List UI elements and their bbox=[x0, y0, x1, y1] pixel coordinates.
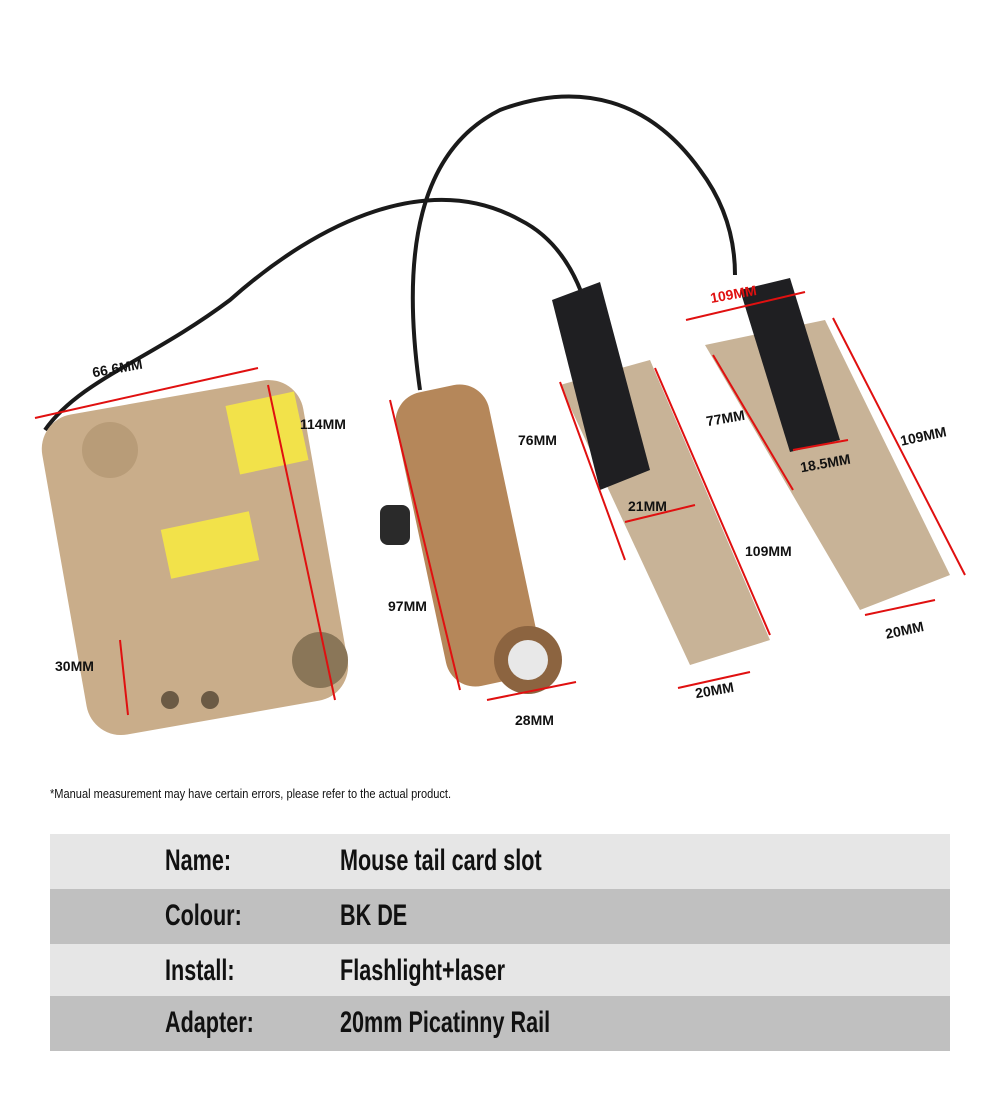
spec-value: Flashlight+laser bbox=[340, 954, 506, 987]
dim-laser-height: 30MM bbox=[55, 658, 94, 674]
spec-row-adapter: Adapter: 20mm Picatinny Rail bbox=[50, 996, 950, 1051]
spec-label: Adapter: bbox=[165, 1006, 254, 1039]
spec-table: Name: Mouse tail card slot Colour: BK DE… bbox=[50, 834, 950, 1051]
cable bbox=[43, 198, 592, 432]
dim-flashlight-head: 28MM bbox=[515, 712, 554, 728]
spec-label: Install: bbox=[165, 954, 235, 987]
measurement-lines bbox=[34, 291, 966, 716]
dim-pad1-slot-width: 21MM bbox=[628, 498, 667, 514]
spec-row-colour: Colour: BK DE bbox=[50, 889, 950, 944]
spec-row-name: Name: Mouse tail card slot bbox=[50, 834, 950, 889]
dim-flashlight-length: 97MM bbox=[388, 598, 427, 614]
product-photo bbox=[34, 94, 966, 736]
pressure-pad-2 bbox=[705, 278, 950, 610]
measurement-disclaimer: *Manual measurement may have certain err… bbox=[50, 786, 452, 801]
laser-device bbox=[41, 380, 349, 736]
spec-label: Colour: bbox=[165, 899, 242, 932]
spec-row-install: Install: Flashlight+laser bbox=[50, 944, 950, 996]
dim-pad1-inner-length: 76MM bbox=[518, 432, 557, 448]
spec-value: 20mm Picatinny Rail bbox=[340, 1006, 551, 1039]
spec-value: BK DE bbox=[340, 899, 408, 932]
dim-pad1-length: 109MM bbox=[745, 543, 792, 559]
dim-laser-length: 114MM bbox=[300, 416, 346, 432]
cable bbox=[410, 94, 737, 391]
spec-label: Name: bbox=[165, 844, 232, 877]
flashlight bbox=[380, 384, 562, 694]
spec-value: Mouse tail card slot bbox=[340, 844, 542, 877]
